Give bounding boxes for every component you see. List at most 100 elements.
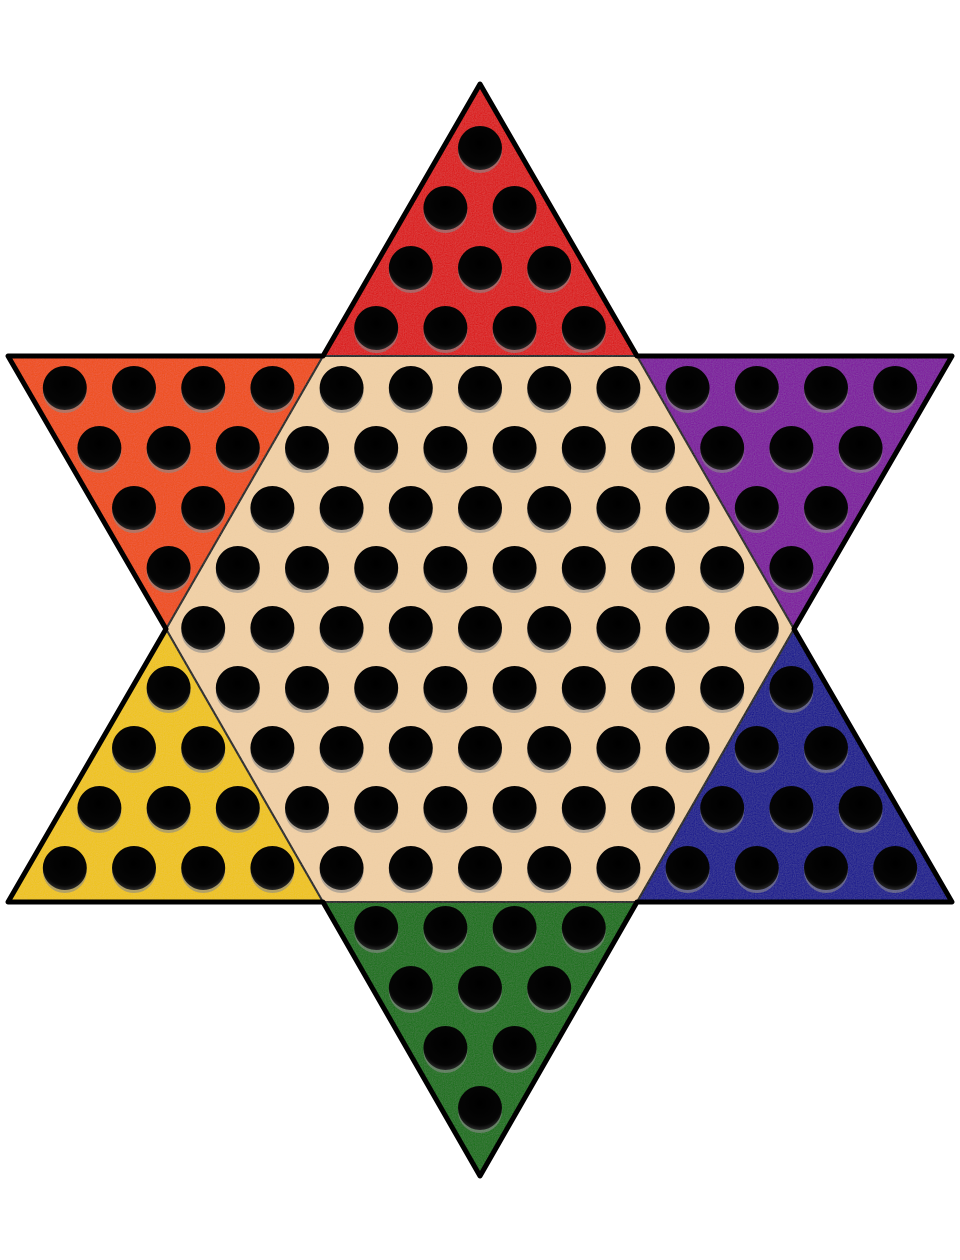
hole-center-hexagon[interactable]: [250, 726, 295, 773]
hole-center-hexagon[interactable]: [492, 666, 537, 713]
hole-center-hexagon[interactable]: [492, 546, 537, 593]
hole-lower-right-point[interactable]: [804, 726, 848, 773]
hole-center-hexagon[interactable]: [285, 666, 329, 713]
hole-upper-right-point[interactable]: [804, 366, 848, 413]
hole-center-hexagon[interactable]: [527, 726, 572, 773]
hole-center-hexagon[interactable]: [388, 486, 433, 533]
hole-lower-right-point[interactable]: [873, 846, 918, 893]
hole-center-hexagon[interactable]: [561, 546, 606, 593]
hole-bottom-point[interactable]: [354, 906, 399, 953]
hole-center-hexagon[interactable]: [458, 366, 502, 413]
hole-upper-left-point[interactable]: [181, 486, 226, 533]
hole-bottom-point[interactable]: [527, 966, 572, 1013]
hole-lower-left-point[interactable]: [146, 786, 191, 833]
hole-bottom-point[interactable]: [423, 906, 468, 953]
hole-bottom-point[interactable]: [492, 906, 537, 953]
hole-upper-right-point[interactable]: [804, 486, 848, 533]
hole-center-hexagon[interactable]: [388, 366, 433, 413]
hole-center-hexagon[interactable]: [631, 786, 675, 833]
hole-center-hexagon[interactable]: [319, 726, 364, 773]
hole-bottom-point[interactable]: [561, 906, 606, 953]
hole-center-hexagon[interactable]: [561, 666, 606, 713]
hole-upper-left-point[interactable]: [42, 366, 87, 413]
hole-center-hexagon[interactable]: [285, 786, 329, 833]
hole-lower-right-point[interactable]: [734, 726, 779, 773]
hole-center-hexagon[interactable]: [250, 486, 295, 533]
hole-upper-left-point[interactable]: [77, 426, 122, 473]
hole-lower-left-point[interactable]: [112, 846, 156, 893]
hole-center-hexagon[interactable]: [458, 486, 502, 533]
hole-center-hexagon[interactable]: [631, 426, 675, 473]
hole-lower-left-point[interactable]: [215, 786, 260, 833]
hole-center-hexagon[interactable]: [181, 606, 226, 653]
hole-center-hexagon[interactable]: [596, 846, 641, 893]
hole-center-hexagon[interactable]: [561, 786, 606, 833]
hole-center-hexagon[interactable]: [527, 606, 572, 653]
hole-top-point[interactable]: [527, 246, 572, 293]
hole-center-hexagon[interactable]: [665, 726, 710, 773]
hole-upper-left-point[interactable]: [146, 546, 191, 593]
hole-bottom-point[interactable]: [458, 966, 502, 1013]
hole-lower-left-point[interactable]: [146, 666, 191, 713]
hole-lower-left-point[interactable]: [181, 846, 226, 893]
hole-lower-right-point[interactable]: [804, 846, 848, 893]
hole-center-hexagon[interactable]: [423, 546, 468, 593]
hole-upper-right-point[interactable]: [734, 486, 779, 533]
hole-upper-right-point[interactable]: [769, 426, 814, 473]
hole-top-point[interactable]: [423, 306, 468, 353]
hole-top-point[interactable]: [388, 246, 433, 293]
hole-top-point[interactable]: [492, 306, 537, 353]
hole-top-point[interactable]: [423, 186, 468, 233]
hole-lower-right-point[interactable]: [700, 786, 745, 833]
hole-top-point[interactable]: [354, 306, 399, 353]
hole-center-hexagon[interactable]: [354, 666, 399, 713]
hole-center-hexagon[interactable]: [458, 846, 502, 893]
hole-center-hexagon[interactable]: [527, 486, 572, 533]
hole-upper-right-point[interactable]: [734, 366, 779, 413]
hole-center-hexagon[interactable]: [423, 786, 468, 833]
hole-center-hexagon[interactable]: [458, 606, 502, 653]
hole-upper-right-point[interactable]: [873, 366, 918, 413]
hole-upper-left-point[interactable]: [181, 366, 226, 413]
hole-center-hexagon[interactable]: [734, 606, 779, 653]
hole-center-hexagon[interactable]: [492, 426, 537, 473]
hole-center-hexagon[interactable]: [700, 546, 745, 593]
hole-lower-left-point[interactable]: [42, 846, 87, 893]
hole-upper-left-point[interactable]: [112, 366, 156, 413]
hole-upper-right-point[interactable]: [838, 426, 883, 473]
hole-lower-left-point[interactable]: [250, 846, 295, 893]
hole-top-point[interactable]: [492, 186, 537, 233]
hole-bottom-point[interactable]: [458, 1086, 502, 1133]
hole-center-hexagon[interactable]: [665, 486, 710, 533]
hole-top-point[interactable]: [561, 306, 606, 353]
hole-center-hexagon[interactable]: [388, 726, 433, 773]
hole-center-hexagon[interactable]: [596, 486, 641, 533]
hole-center-hexagon[interactable]: [388, 606, 433, 653]
hole-center-hexagon[interactable]: [458, 726, 502, 773]
hole-lower-right-point[interactable]: [838, 786, 883, 833]
hole-center-hexagon[interactable]: [665, 606, 710, 653]
hole-center-hexagon[interactable]: [388, 846, 433, 893]
hole-center-hexagon[interactable]: [596, 366, 641, 413]
hole-center-hexagon[interactable]: [527, 366, 572, 413]
hole-bottom-point[interactable]: [492, 1026, 537, 1073]
hole-top-point[interactable]: [458, 126, 502, 173]
hole-center-hexagon[interactable]: [319, 606, 364, 653]
hole-center-hexagon[interactable]: [250, 606, 295, 653]
hole-center-hexagon[interactable]: [631, 666, 675, 713]
hole-lower-right-point[interactable]: [734, 846, 779, 893]
hole-upper-left-point[interactable]: [250, 366, 295, 413]
hole-center-hexagon[interactable]: [527, 846, 572, 893]
hole-center-hexagon[interactable]: [285, 546, 329, 593]
hole-upper-right-point[interactable]: [700, 426, 745, 473]
hole-lower-left-point[interactable]: [181, 726, 226, 773]
hole-center-hexagon[interactable]: [492, 786, 537, 833]
hole-center-hexagon[interactable]: [700, 666, 745, 713]
hole-upper-right-point[interactable]: [665, 366, 710, 413]
hole-center-hexagon[interactable]: [319, 486, 364, 533]
hole-center-hexagon[interactable]: [631, 546, 675, 593]
hole-lower-left-point[interactable]: [112, 726, 156, 773]
hole-center-hexagon[interactable]: [596, 726, 641, 773]
hole-upper-right-point[interactable]: [769, 546, 814, 593]
hole-center-hexagon[interactable]: [319, 846, 364, 893]
